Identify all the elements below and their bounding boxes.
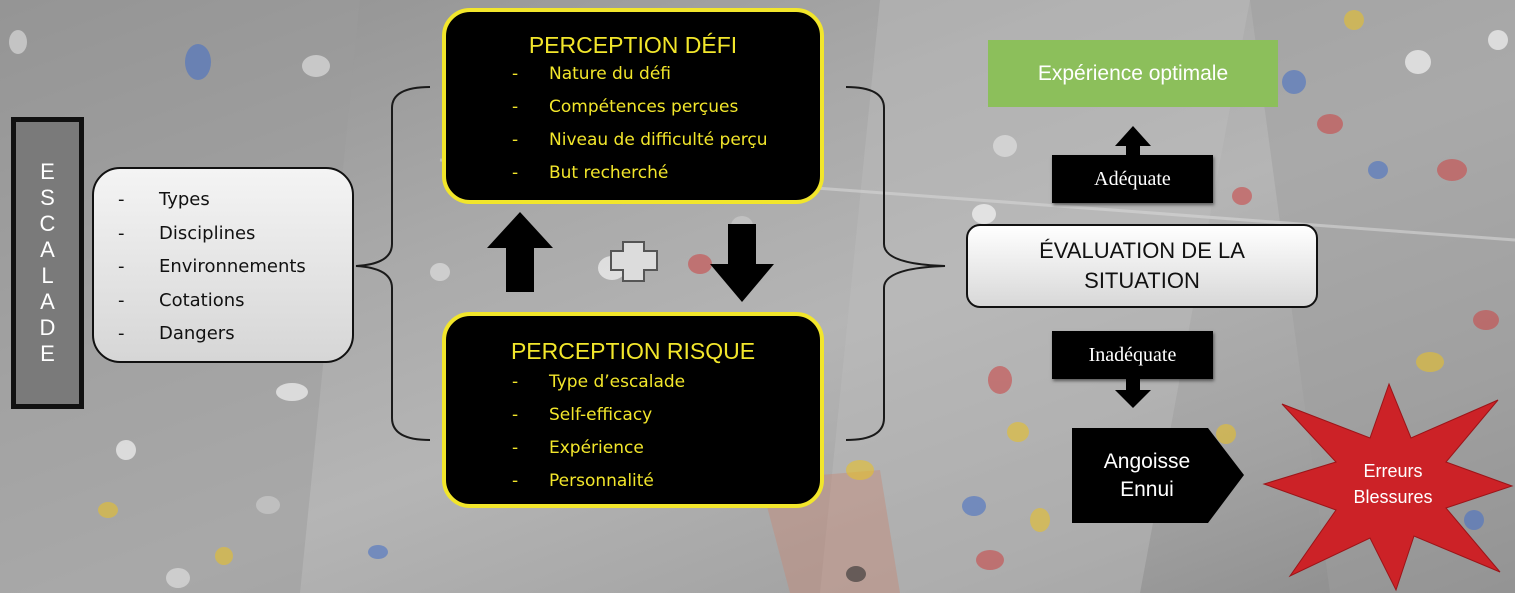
erreurs-blessures-label: Erreurs Blessures: [1353, 461, 1433, 507]
perception-defi-title: PERCEPTION DÉFI: [528, 32, 738, 58]
experience-optimale-label: Expérience optimale: [1037, 61, 1229, 85]
list-item: -Disciplines: [118, 222, 256, 244]
climbing-factors-list: -Types -Disciplines -Environnements -Cot…: [118, 183, 352, 351]
escalade-letter: E: [40, 159, 55, 184]
list-item: -Nature du défi: [512, 64, 671, 84]
arrow-up-icon: [487, 212, 553, 292]
escalade-letter: E: [40, 341, 55, 366]
climbing-factors-box: -Types -Disciplines -Environnements -Cot…: [92, 167, 354, 363]
list-item: -Type d’escalade: [512, 372, 686, 392]
list-item: -Dangers: [118, 323, 235, 344]
arrow-down-icon: [710, 224, 774, 302]
escalade-letter: C: [39, 211, 56, 236]
list-item: -Environnements: [118, 256, 306, 277]
erreurs-blessures-starburst: Erreurs Blessures: [1262, 376, 1515, 593]
pentagon-arrow-shape: [1072, 428, 1244, 523]
perception-defi-list: -Nature du défi -Compétences perçues -Ni…: [512, 58, 820, 190]
evaluation-label: ÉVALUATION DE LA SITUATION: [1039, 238, 1245, 293]
list-item: -But recherché: [512, 163, 669, 183]
list-item: -Types: [118, 189, 210, 210]
inadequate-label: Inadéquate: [1088, 343, 1177, 366]
right-brace: [845, 86, 946, 441]
escalade-letter: D: [39, 315, 56, 340]
adequate-label-box: Adéquate: [1052, 155, 1213, 203]
perception-risque-list: -Type d’escalade -Self-efficacy -Expérie…: [512, 366, 820, 498]
escalade-letter: A: [40, 237, 55, 262]
list-item: -Cotations: [118, 289, 245, 311]
left-brace: [355, 86, 431, 441]
starburst-shape: [1262, 382, 1514, 592]
escalade-letter: A: [40, 289, 55, 314]
list-item: -Niveau de difficulté perçu: [512, 130, 768, 150]
adequate-label: Adéquate: [1094, 167, 1171, 190]
perception-risque-title: PERCEPTION RISQUE: [510, 338, 756, 364]
escalade-box: E S C A L A D E: [11, 117, 84, 409]
list-item: -Expérience: [512, 438, 644, 458]
arrow-down-to-angoisse-icon: [1115, 378, 1151, 408]
escalade-letter: L: [41, 263, 54, 288]
list-item: -Self-efficacy: [512, 405, 653, 425]
angoisse-ennui-box: Angoisse Ennui: [1072, 428, 1252, 523]
inadequate-label-box: Inadéquate: [1052, 331, 1213, 379]
perception-risque-box: PERCEPTION RISQUE -Type d’escalade -Self…: [442, 312, 824, 508]
evaluation-box: ÉVALUATION DE LA SITUATION: [966, 224, 1318, 308]
list-item: -Personnalité: [512, 471, 654, 491]
arrow-up-to-optimal-icon: [1115, 126, 1151, 158]
angoisse-ennui-label: Angoisse Ennui: [1103, 449, 1191, 501]
experience-optimale-box: Expérience optimale: [988, 40, 1278, 107]
escalade-letter: S: [40, 185, 55, 210]
list-item: -Compétences perçues: [512, 97, 739, 117]
plus-icon: [610, 241, 658, 282]
perception-defi-box: PERCEPTION DÉFI -Nature du défi -Compéte…: [442, 8, 824, 204]
